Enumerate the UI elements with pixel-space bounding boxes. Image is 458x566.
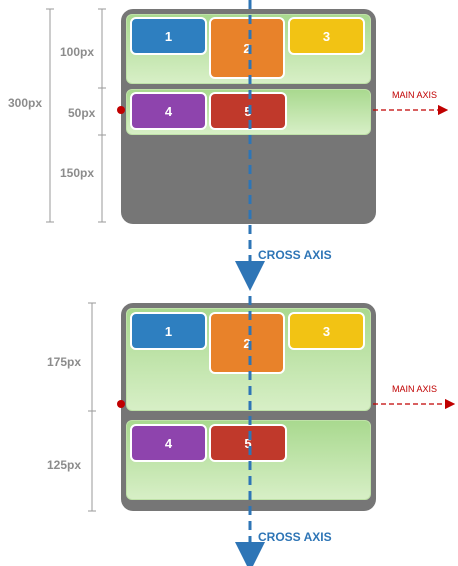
flex-item-4: 4: [130, 92, 207, 130]
flex-item-5: 5: [209, 424, 287, 462]
line2-height-label: 50px: [68, 106, 96, 120]
cross-axis-label: CROSS AXIS: [258, 530, 332, 544]
main-axis-label: MAIN AXIS: [392, 90, 438, 100]
line2-height-label: 125px: [47, 458, 82, 472]
cross-axis-label: CROSS AXIS: [258, 248, 332, 262]
flex-item-3: 3: [288, 312, 365, 350]
remaining-height-label: 150px: [60, 166, 95, 180]
flex-item-3: 3: [288, 17, 365, 55]
top-segment-brackets: [98, 8, 106, 223]
flex-item-1: 1: [130, 312, 207, 350]
line1-height-label: 175px: [47, 355, 82, 369]
line1-height-label: 100px: [60, 45, 95, 59]
top-main-axis-arrow: [117, 104, 449, 116]
top-total-bracket: [46, 8, 54, 223]
bottom-main-axis-arrow: [117, 398, 456, 410]
flex-item-2: 2: [209, 312, 285, 374]
bottom-segment-brackets: [88, 302, 96, 512]
flex-item-2: 2: [209, 17, 285, 79]
flex-item-5: 5: [209, 92, 287, 130]
flex-item-1: 1: [130, 17, 207, 55]
total-height-label: 300px: [8, 96, 43, 110]
main-axis-label: MAIN AXIS: [392, 384, 438, 394]
flex-item-4: 4: [130, 424, 207, 462]
